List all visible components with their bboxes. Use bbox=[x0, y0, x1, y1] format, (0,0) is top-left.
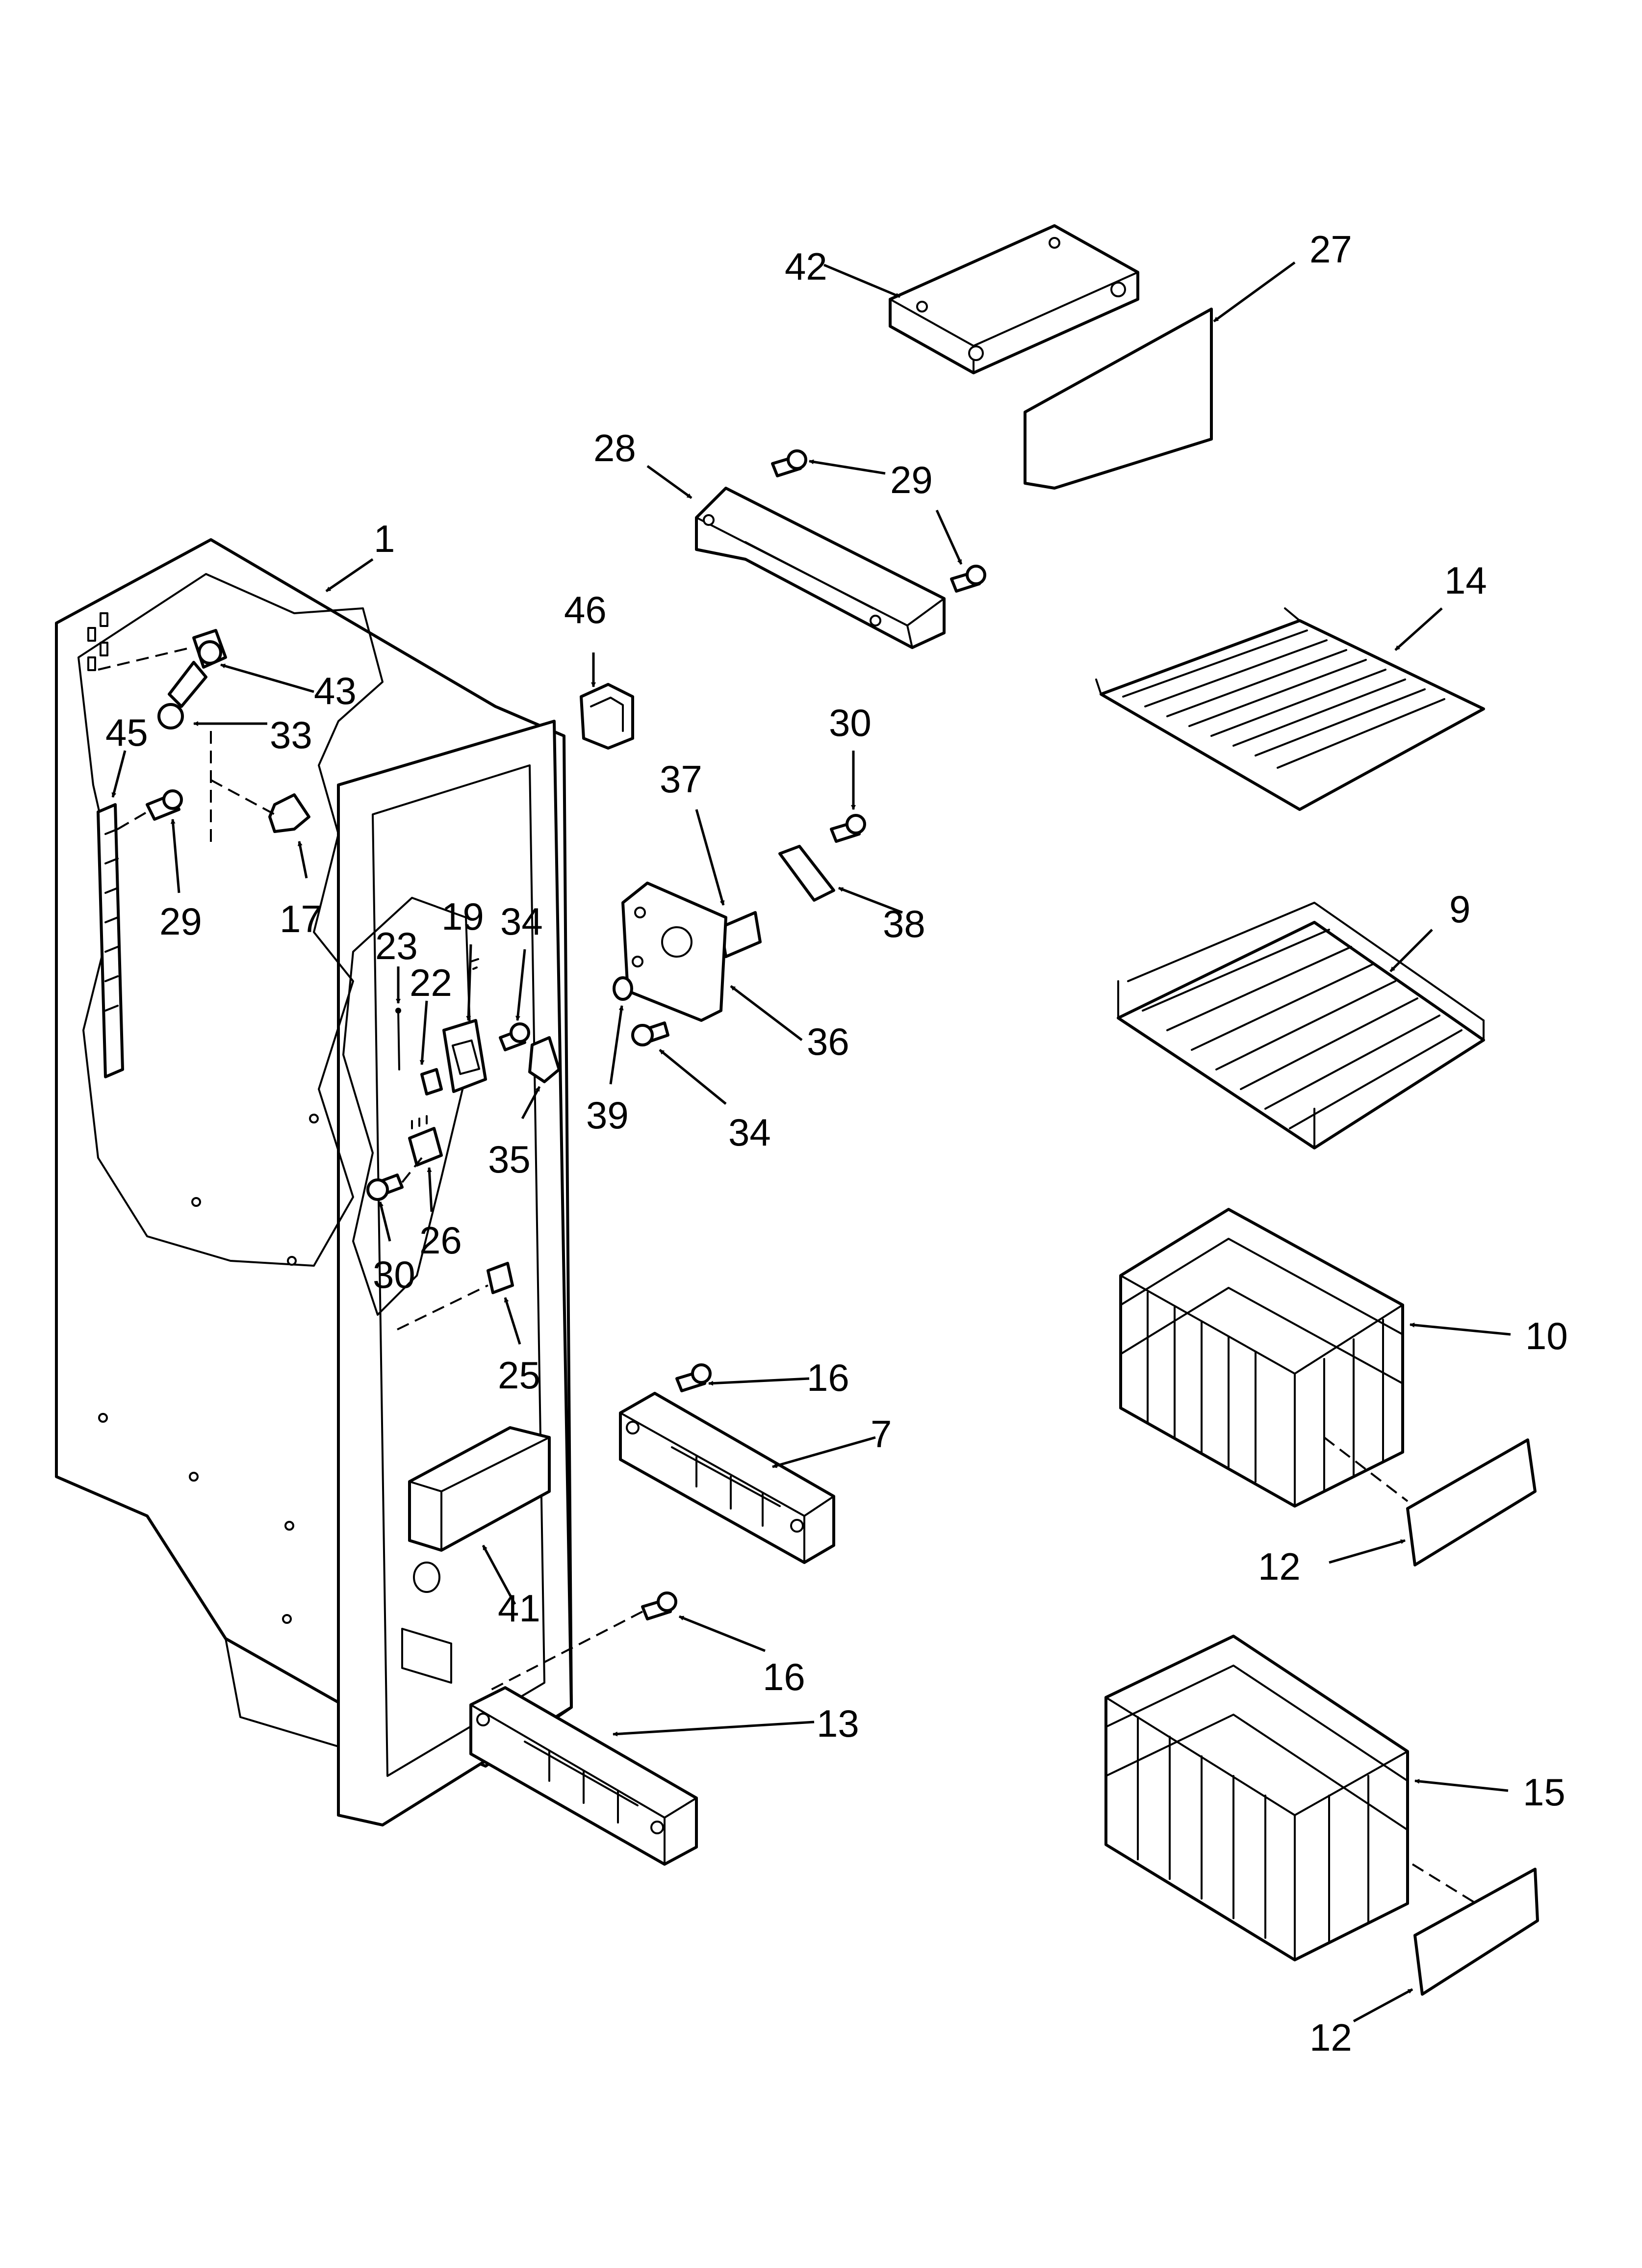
callout-34-upper: 34 bbox=[500, 900, 543, 943]
knob-39 bbox=[613, 976, 633, 1001]
cabinet-liner bbox=[55, 538, 573, 1826]
callout-16-lower: 16 bbox=[763, 1655, 805, 1698]
bracket-35 bbox=[528, 1036, 561, 1083]
callout-30-left: 30 bbox=[373, 1253, 415, 1296]
shelf-14 bbox=[1095, 607, 1485, 811]
callout-46: 46 bbox=[564, 588, 607, 631]
callout-35: 35 bbox=[488, 1138, 531, 1181]
callout-14: 14 bbox=[1444, 559, 1487, 602]
switch-board-26 bbox=[408, 1115, 443, 1167]
screw-30-left bbox=[366, 1157, 423, 1201]
screw-16-lower bbox=[641, 1591, 677, 1620]
callout-22: 22 bbox=[410, 961, 452, 1004]
callout-23: 23 bbox=[375, 924, 418, 967]
callout-9: 9 bbox=[1449, 887, 1470, 931]
control-housing-36 bbox=[621, 882, 727, 1022]
callout-13: 13 bbox=[817, 1702, 859, 1745]
callout-42: 42 bbox=[785, 245, 827, 288]
callout-45: 45 bbox=[105, 711, 148, 754]
callout-10: 10 bbox=[1525, 1314, 1568, 1357]
callout-41: 41 bbox=[498, 1587, 540, 1630]
callout-43: 43 bbox=[314, 669, 357, 712]
callout-19: 19 bbox=[441, 895, 484, 938]
pin-23 bbox=[395, 1008, 401, 1070]
control-housing bbox=[442, 958, 487, 1093]
callout-29-left: 29 bbox=[159, 900, 202, 943]
wire-shelf-9 bbox=[1117, 902, 1485, 1149]
light-shield-clip bbox=[210, 731, 310, 844]
screw-34-lower bbox=[631, 1021, 669, 1046]
basket-front-12-lower bbox=[1411, 1863, 1539, 1996]
callout-16-upper: 16 bbox=[807, 1356, 849, 1399]
callout-28: 28 bbox=[593, 426, 636, 469]
drawer-rail-13 bbox=[469, 1686, 698, 1866]
drawer-rail-7 bbox=[619, 1392, 835, 1564]
wire-basket-15 bbox=[1104, 1635, 1409, 1961]
callout-15: 15 bbox=[1523, 1771, 1565, 1814]
leader-lines bbox=[111, 261, 1511, 2023]
screw-34-upper bbox=[499, 1022, 530, 1051]
callout-12-upper: 12 bbox=[1258, 1545, 1301, 1588]
channel-28 bbox=[695, 487, 946, 649]
callout-36: 36 bbox=[807, 1020, 849, 1063]
wire-basket-10 bbox=[1119, 1208, 1404, 1508]
callout-12-lower: 12 bbox=[1309, 2016, 1352, 2059]
callout-27: 27 bbox=[1309, 228, 1352, 271]
screw-29-top bbox=[771, 449, 807, 477]
screw-30-mid bbox=[830, 814, 866, 843]
bracket-46 bbox=[580, 683, 634, 750]
callout-17: 17 bbox=[280, 897, 322, 940]
callout-38: 38 bbox=[883, 902, 925, 945]
callout-1: 1 bbox=[374, 517, 395, 560]
callout-33: 33 bbox=[270, 713, 312, 756]
callout-labels: 1 43 33 45 29 17 46 42 27 28 29 29 14 30… bbox=[105, 228, 1568, 2059]
light-socket bbox=[98, 629, 227, 671]
spring-22 bbox=[420, 1068, 443, 1095]
air-duct-cover-41 bbox=[408, 1426, 551, 1552]
callout-25: 25 bbox=[498, 1354, 540, 1397]
switch-25 bbox=[397, 1262, 514, 1330]
callout-29-top: 29 bbox=[890, 458, 933, 501]
control-board-38 bbox=[778, 845, 835, 902]
screw-29-right bbox=[950, 565, 986, 593]
screw-29-left bbox=[146, 789, 183, 821]
shelf-rail bbox=[97, 803, 124, 1078]
callout-26: 26 bbox=[419, 1219, 462, 1262]
basket-front-12-upper bbox=[1323, 1436, 1537, 1566]
callout-7: 7 bbox=[871, 1412, 892, 1456]
hinge-42 bbox=[889, 224, 1139, 374]
callout-34-lower: 34 bbox=[728, 1111, 771, 1154]
light-bulb bbox=[157, 661, 207, 730]
screw-16-upper bbox=[675, 1363, 712, 1392]
callout-30-mid: 30 bbox=[829, 701, 872, 744]
panel-27 bbox=[1024, 308, 1213, 490]
callout-37: 37 bbox=[660, 757, 702, 801]
callout-39: 39 bbox=[586, 1094, 629, 1137]
